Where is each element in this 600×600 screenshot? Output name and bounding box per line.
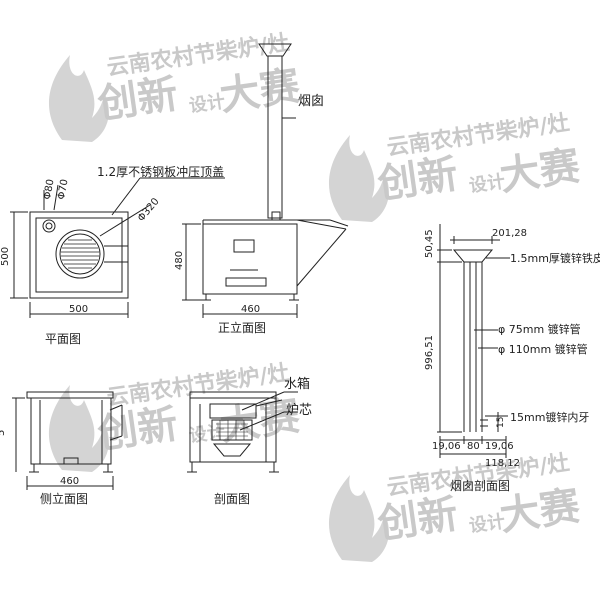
front-view [182,43,349,318]
side-top [26,391,114,399]
plan-note: 1.2厚不锈钢板冲压顶盖 [97,164,224,179]
watermark-1: 云南农村节柴炉/灶 创新 设计 大赛 [48,30,304,142]
note-15: 15mm镀锌内牙 [510,410,589,424]
flame-icon [328,475,389,562]
section-water-tank [209,403,257,419]
watermark-contest: 设计 [188,90,227,117]
cap-section [452,249,494,263]
watermark-2: 云南农村节柴炉/灶 创新 设计 大赛 [328,110,584,222]
plan-caption: 平面图 [45,332,81,346]
watermark-contest2: 大赛 [497,143,584,200]
note-75: φ 75mm 镀锌管 [498,322,581,336]
plan-dia-80: Φ80 [42,178,56,200]
side-dim-height: 5 [0,430,7,436]
dim-top-width: 201,28 [492,228,527,239]
fire-ring-outer [55,229,105,279]
side-dim-width: 460 [60,476,79,487]
water-tank-label: 水箱 [284,376,310,392]
plan-dim-width: 500 [69,304,88,315]
section-stove-core [211,419,253,441]
dim-left: 19,06 [432,441,461,452]
flue-hole-small [42,219,56,233]
watermark-contest2: 大赛 [497,483,584,540]
flame-icon [328,135,389,222]
section-view [187,391,298,473]
side-view [12,391,123,490]
section-caption: 剖面图 [214,492,250,506]
dim-top-height: 50,45 [424,229,435,258]
plan-dim-height: 500 [0,247,11,266]
watermark-4: 云南农村节柴炉/灶 创新 设计 大赛 [328,450,584,562]
grate-lines [61,239,99,269]
watermark-contest: 设计 [468,510,507,537]
watermark-brand: 创新 [95,71,181,128]
front-dim-width: 460 [241,304,260,315]
dim-pipe-height: 996,51 [424,335,435,370]
watermark-contest2: 大赛 [217,63,304,120]
flame-icon [48,385,109,472]
watermark-brand: 创新 [95,401,181,458]
note-cap: 1.5mm厚镀锌铁皮 [510,251,600,265]
flame-icon [48,55,109,142]
front-body [202,223,298,295]
front-window [233,239,255,253]
plan-view [10,177,225,318]
chimney-label: 烟囱 [298,94,324,109]
side-caption: 侧立面图 [40,491,88,506]
watermark-contest: 设计 [468,170,507,197]
dim-small: 15 [496,417,506,428]
front-dim-height: 480 [174,251,185,270]
stove-core-label: 炉芯 [286,403,312,418]
chimney-cap [258,43,292,57]
chimney-pipe [267,55,283,219]
chimney-section-caption: 烟囱剖面图 [450,479,510,493]
fire-ring-inner [59,233,101,275]
chimney-section [437,224,510,458]
plan-dia-70: Φ70 [56,178,70,200]
watermark-brand: 创新 [375,491,461,548]
plan-dia-320: Φ320 [136,196,162,224]
watermark-brand: 创新 [375,151,461,208]
dim-total: 118,12 [485,458,520,469]
plan-outline [29,211,129,299]
front-ash-door [225,277,267,287]
dim-right: 19,06 [485,441,514,452]
front-caption: 正立面图 [218,320,266,335]
watermark-3: 云南农村节柴炉/灶 创新 设计 大赛 [48,360,304,472]
note-110: φ 110mm 镀锌管 [498,342,588,356]
plan-top-cover [35,217,123,293]
dim-mid: 80 [467,441,480,452]
section-outer [189,391,277,463]
